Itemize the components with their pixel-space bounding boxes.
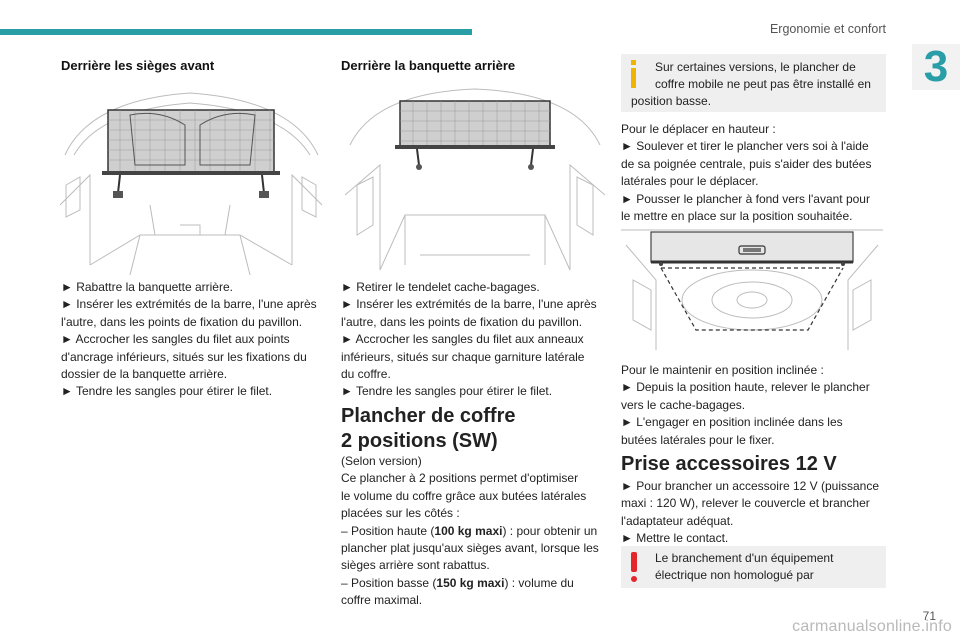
floor-intro-line: le volume du coffre grâce aux butées lat…: [341, 488, 587, 503]
floor-intro-line: placées sur les côtés :: [341, 506, 460, 521]
col1-instructions: ► Rabattre la banquette arrière. ► Insér…: [61, 279, 317, 401]
move-line: ► Pousser le plancher à fond vers l'avan…: [621, 191, 870, 206]
section-title-line: 2 positions (SW): [341, 430, 498, 452]
col1-line: d'ancrage inférieurs, situés sur les fix…: [61, 349, 307, 364]
position-low-load: 150 kg maxi: [436, 575, 505, 590]
col2-line: inférieurs, situés sur chaque garniture …: [341, 349, 585, 364]
heading-behind-rear-bench: Derrière la banquette arrière: [341, 58, 516, 73]
move-line: de sa poignée centrale, puis s'aider des…: [621, 156, 872, 171]
position-high-load: 100 kg maxi: [434, 523, 503, 538]
info-icon-dot: [631, 60, 636, 65]
heading-behind-front-seats: Derrière les sièges avant: [61, 58, 215, 73]
socket-line: ► Mettre le contact.: [621, 531, 729, 546]
move-line: latérales pour le déplacer.: [621, 174, 759, 189]
socket-line: maxi : 120 W), relever le couvercle et b…: [621, 496, 870, 511]
move-line: Pour le déplacer en hauteur :: [621, 122, 776, 136]
warning-line: Le branchement d'un équipement: [655, 551, 834, 565]
section-title-12v-socket: Prise accessoires 12 V: [621, 453, 837, 475]
move-line: ► Soulever et tirer le plancher vers soi…: [621, 139, 869, 154]
warning-icon-dot: [631, 576, 637, 582]
header-accent-bar: [0, 29, 472, 35]
col1-line: ► Tendre les sangles pour étirer le file…: [61, 384, 273, 399]
info-line: coffre mobile ne peut pas être installé …: [655, 77, 871, 91]
chapter-number: 3: [923, 42, 949, 91]
incline-line: ► Depuis la position haute, relever le p…: [621, 380, 870, 395]
incline-line: vers le cache-bagages.: [621, 397, 746, 412]
section-title-floor: Plancher de coffre 2 positions (SW): [341, 404, 516, 454]
page-number: 71: [922, 609, 936, 623]
position-high-line: – Position haute (100 kg maxi) : pour ob…: [341, 523, 598, 538]
info-line: position basse.: [631, 94, 712, 108]
warning-note: Le branchement d'un équipement électriqu…: [621, 546, 886, 588]
floor-intro-line: (Selon version): [341, 454, 422, 468]
illustration-boot-floor: [621, 229, 883, 350]
position-low-detail: coffre maximal.: [341, 593, 423, 608]
incline-instructions: Pour le maintenir en position inclinée :…: [621, 362, 870, 449]
col1-line: ► Insérer les extrémités de la barre, l'…: [61, 297, 317, 312]
col1-line: ► Rabattre la banquette arrière.: [61, 280, 233, 294]
move-instructions: Pour le déplacer en hauteur : ► Soulever…: [621, 121, 871, 225]
illustration-net-behind-rear-bench: [345, 88, 605, 271]
illustration-net-behind-front-seats: [60, 92, 322, 275]
warning-note-text: Le branchement d'un équipement électriqu…: [655, 550, 833, 584]
incline-line: butées latérales pour le fixer.: [621, 432, 775, 447]
position-low-line: – Position basse (150 kg maxi) : volume …: [341, 575, 574, 590]
col1-line: ► Accrocher les sangles du filet aux poi…: [61, 332, 290, 347]
col2-instructions: ► Retirer le tendelet cache-bagages. ► I…: [341, 279, 597, 401]
col2-line: ► Insérer les extrémités de la barre, l'…: [341, 297, 597, 312]
col1-line: l'autre, dans les points de fixation du …: [61, 314, 303, 329]
chapter-tab: 3: [912, 42, 960, 91]
info-note: Sur certaines versions, le plancher de c…: [621, 54, 886, 112]
position-high-detail: sièges arrière sont rabattus.: [341, 558, 490, 573]
info-line: Sur certaines versions, le plancher de: [655, 60, 856, 74]
warning-line: électrique non homologué par: [655, 568, 814, 582]
col2-line: ► Accrocher les sangles du filet aux ann…: [341, 332, 584, 347]
chapter-title: Ergonomie et confort: [769, 22, 886, 36]
socket-line: l'adaptateur adéquat.: [621, 513, 734, 528]
warning-icon: [631, 552, 637, 572]
incline-line: Pour le maintenir en position inclinée :: [621, 363, 824, 377]
section-title-line: Plancher de coffre: [341, 405, 516, 427]
info-icon: [631, 68, 636, 88]
socket-instructions: ► Pour brancher un accessoire 12 V (puis…: [621, 478, 879, 548]
info-note-text: Sur certaines versions, le plancher de c…: [655, 59, 871, 93]
incline-line: ► L'engager en position inclinée dans le…: [621, 415, 843, 430]
position-high-detail: plancher plat jusqu'aux sièges avant, lo…: [341, 541, 599, 556]
socket-line: ► Pour brancher un accessoire 12 V (puis…: [621, 479, 880, 493]
floor-description: (Selon version) Ce plancher à 2 position…: [341, 453, 599, 610]
col2-line: du coffre.: [341, 367, 391, 382]
col2-line: ► Retirer le tendelet cache-bagages.: [341, 280, 540, 294]
floor-intro-line: Ce plancher à 2 positions permet d'optim…: [341, 471, 579, 486]
move-line: le mettre en place sur la position souha…: [621, 209, 853, 224]
col2-line: ► Tendre les sangles pour étirer le file…: [341, 384, 553, 399]
col2-line: l'autre, dans les points de fixation du …: [341, 314, 583, 329]
watermark-text: carmanualsonline.info: [792, 618, 952, 635]
col1-line: dossier de la banquette arrière.: [61, 367, 228, 382]
